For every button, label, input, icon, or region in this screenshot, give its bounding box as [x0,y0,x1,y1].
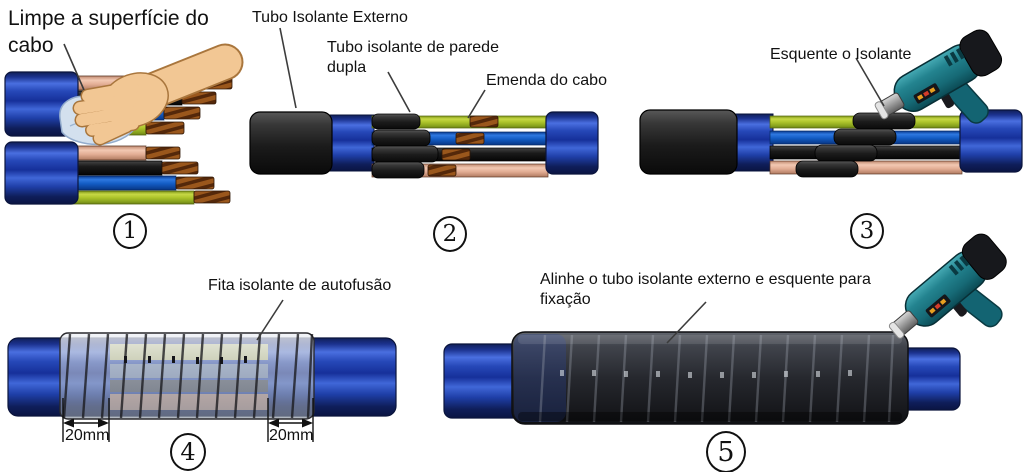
hand-icon [72,43,244,146]
copper-splices [427,115,499,177]
dimension-label-right: 20mm [269,427,314,444]
step-number-4: 4 [170,433,206,471]
step-number-1: 1 [113,213,147,249]
dimension-20mm-left [62,398,110,442]
cable-splice-label: Emenda do cabo [486,72,607,89]
dimension-20mm-right [267,398,314,442]
double-wall-tubes [371,113,439,179]
self-fusing-tape-label: Fita isolante de autofusão [208,277,392,294]
align-outer-tube-label: Alinhe o tubo isolante externo e esquent… [540,271,871,308]
dimension-label-left: 20mm [65,427,110,444]
step-number-2: 2 [433,216,467,252]
heat-insulation-label: Esquente o Isolante [770,46,912,63]
outer-tube-label: Tubo Isolante Externo [252,9,408,26]
self-fusing-tape [59,332,315,420]
outer-tube-installed [511,331,909,425]
shrink-tubes-over-splices [795,112,916,178]
outer-insulation-tube [249,111,333,175]
step2-cable-illustration [249,111,599,179]
outer-insulation-tube [639,109,738,175]
leader-lines [63,27,885,344]
step5-cable-illustration [443,331,961,425]
double-wall-tube-label: Tubo isolante de parede dupla [327,39,499,76]
step-number-3: 3 [850,213,884,249]
step-number-5: 5 [706,431,746,472]
step4-cable-illustration [7,332,397,442]
step3-cable-illustration [639,109,1023,178]
step1-caption: Limpe a superfície do cabo [8,7,209,58]
